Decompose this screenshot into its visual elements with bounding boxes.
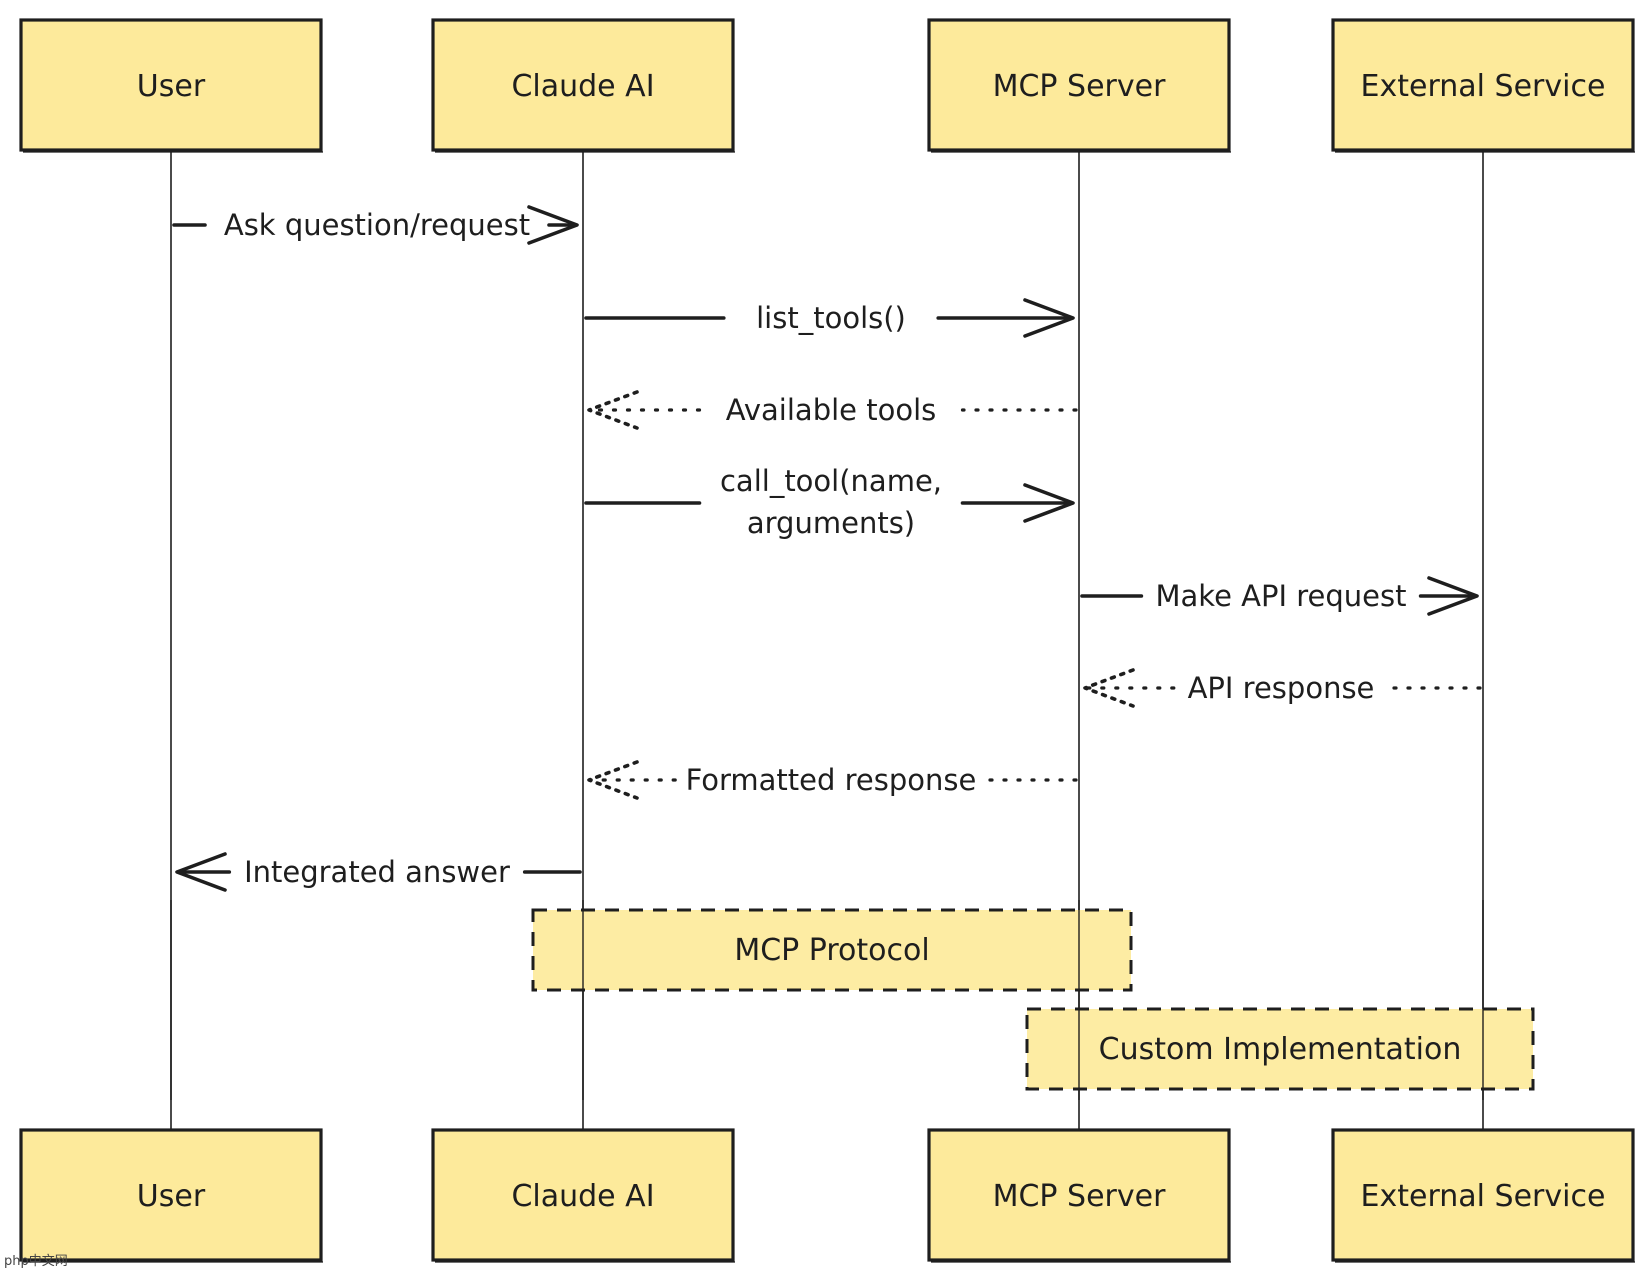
participant-label: User [137, 69, 206, 104]
note-mcp-protocol: MCP Protocol [531, 908, 1133, 992]
participant-box [431, 18, 735, 152]
message-label: call_tool(name, [720, 464, 942, 498]
participant-label: Claude AI [511, 69, 654, 104]
message-7: Formatted response [587, 760, 1078, 800]
arrowhead [1427, 576, 1479, 616]
arrowhead [1023, 483, 1075, 523]
participant-box [19, 1128, 323, 1262]
message-label: list_tools() [756, 301, 906, 335]
message-5: Make API request [1080, 576, 1479, 616]
participant-bottom-claude: Claude AI [431, 1128, 735, 1263]
participant-top-user: User [19, 18, 323, 153]
message-6: API response [1083, 668, 1482, 708]
note-label: MCP Protocol [734, 933, 929, 968]
watermark: php中文网 [4, 1254, 68, 1269]
note-custom-implementation: Custom Implementation [1025, 1007, 1535, 1091]
participant-box [927, 1128, 1231, 1262]
participant-bottom-mcp: MCP Server [927, 1128, 1231, 1263]
note-box [1025, 1007, 1535, 1091]
participant-bottom-user: User [19, 1128, 323, 1263]
message-4: call_tool(name, arguments) [584, 464, 1075, 540]
participant-label: Claude AI [511, 1179, 654, 1214]
participant-top-mcp: MCP Server [927, 18, 1231, 153]
participant-label: External Service [1361, 1179, 1606, 1214]
message-8: Integrated answer [175, 852, 582, 892]
participant-box [927, 18, 1231, 152]
participant-top-external: External Service [1331, 18, 1635, 153]
participant-box [19, 18, 323, 152]
arrowhead [587, 390, 639, 430]
arrowhead [1023, 298, 1075, 338]
message-label: API response [1188, 671, 1375, 705]
participant-label: External Service [1361, 69, 1606, 104]
message-label: Make API request [1156, 579, 1407, 613]
note-box [531, 908, 1133, 992]
arrowhead [587, 760, 639, 800]
participant-label: MCP Server [993, 69, 1167, 104]
arrowhead [1083, 668, 1135, 708]
message-label: arguments) [747, 506, 915, 540]
participant-box [1331, 1128, 1635, 1262]
participant-label: MCP Server [993, 1179, 1167, 1214]
message-2: list_tools() [584, 298, 1075, 338]
arrowhead [175, 852, 227, 892]
message-label: Ask question/request [224, 208, 530, 242]
arrowhead [527, 205, 579, 245]
message-1: Ask question/request [172, 205, 579, 245]
message-label: Formatted response [686, 763, 977, 797]
participant-label: User [137, 1179, 206, 1214]
note-label: Custom Implementation [1099, 1032, 1462, 1067]
message-3: Available tools [587, 390, 1078, 430]
participant-box [431, 1128, 735, 1262]
participant-top-claude: Claude AI [431, 18, 735, 153]
participant-box [1331, 18, 1635, 152]
participant-bottom-external: External Service [1331, 1128, 1635, 1263]
message-label: Available tools [726, 393, 937, 427]
message-label: Integrated answer [244, 855, 510, 889]
